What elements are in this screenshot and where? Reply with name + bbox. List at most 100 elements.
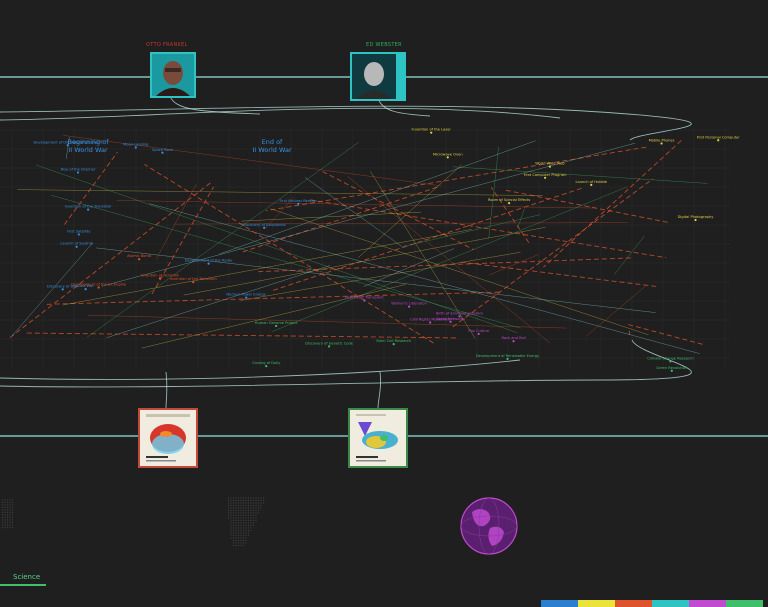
connection-line: [255, 257, 631, 273]
map-dot: [227, 504, 230, 507]
event-label: Development of the Integrated Circuit: [33, 140, 102, 144]
connection-line: [151, 186, 215, 295]
map-dot: [245, 542, 247, 544]
map-dot: [262, 497, 265, 499]
portrait-1[interactable]: [150, 52, 196, 98]
connection-line: [271, 186, 628, 332]
connection-line: [11, 242, 94, 337]
map-dot: [245, 524, 247, 527]
connection-line: [141, 284, 406, 349]
map-dot: [230, 537, 232, 539]
event-label: Launch of Sputnik: [60, 242, 93, 246]
map-dot: [1, 526, 4, 529]
event-dot: [660, 142, 663, 145]
map-dot: [255, 512, 257, 514]
map-dot: [9, 511, 11, 514]
map-dot: [260, 502, 262, 504]
map-dot: [235, 512, 237, 514]
map-dot: [252, 502, 255, 504]
event-label: Invention of the Television: [170, 277, 217, 281]
map-dot: [232, 497, 235, 499]
map-dot: [262, 502, 265, 504]
map-dot: [6, 501, 9, 504]
map-dot: [242, 517, 245, 519]
map-dot: [237, 507, 240, 509]
map-dot: [232, 507, 235, 509]
connection-line: [358, 164, 462, 258]
map-dot: [245, 497, 247, 499]
event-dot: [392, 343, 395, 346]
map-dot: [9, 519, 11, 521]
map-dot: [250, 502, 252, 504]
event-dot: [590, 183, 593, 186]
map-dot: [1, 499, 4, 501]
map-dot: [250, 527, 252, 529]
map-dot: [235, 504, 237, 507]
map-dot: [257, 507, 260, 509]
poster-artwork: [140, 410, 196, 466]
event-label: Invention of the Transistor: [65, 205, 113, 209]
map-dot: [9, 499, 11, 501]
legend-swatch: [689, 600, 726, 607]
map-dot: [232, 499, 235, 502]
event-dot: [694, 218, 697, 222]
event-label: Launch of Hubble: [576, 180, 608, 184]
portrait-name-1: OTTO FRANKEL: [146, 42, 188, 48]
event-dot: [207, 262, 210, 265]
map-dot: [260, 497, 262, 499]
connection-line: [264, 197, 295, 229]
map-dot: [247, 522, 250, 524]
map-dot: [11, 521, 14, 524]
map-dot: [11, 526, 14, 529]
map-dot: [4, 521, 6, 524]
connector-curve: [377, 97, 431, 117]
headline-label: II World War: [68, 146, 108, 154]
connection-line: [304, 177, 403, 248]
map-dot: [255, 497, 257, 499]
map-dot: [4, 524, 6, 526]
map-dot: [237, 524, 240, 527]
event-dot: [430, 131, 433, 134]
connection-line: [370, 171, 476, 339]
legend-swatch: [541, 600, 578, 607]
map-dot: [9, 521, 11, 524]
map-dot: [6, 504, 9, 506]
event-label: Discovery of Exoplanets: [243, 223, 286, 227]
map-dot: [252, 522, 255, 524]
map-dot: [255, 509, 257, 512]
globe-continent: [472, 509, 491, 527]
connection-line: [322, 171, 475, 251]
map-dot: [235, 502, 237, 504]
connection-line: [489, 254, 539, 276]
map-dot: [232, 512, 235, 514]
category-label[interactable]: Science: [13, 573, 41, 581]
connection-line: [62, 229, 472, 306]
event-label: Pop Culture: [468, 329, 490, 333]
poster-conservation[interactable]: [348, 408, 408, 468]
globe-icon: [460, 497, 518, 555]
connection-line: [241, 211, 421, 222]
connection-line: [65, 137, 70, 159]
map-dot: [250, 514, 252, 517]
event-dot: [512, 340, 515, 343]
connector-curve: [0, 359, 521, 380]
connection-line: [403, 214, 541, 247]
portrait-2[interactable]: [350, 52, 406, 101]
map-dot: [235, 534, 237, 537]
map-dot: [252, 507, 255, 509]
map-dot: [255, 507, 257, 509]
event-label: Civil Rights Movement: [410, 318, 451, 322]
map-dot: [232, 504, 235, 507]
map-dot: [250, 512, 252, 514]
poster-ocean[interactable]: [138, 408, 198, 468]
map-dot: [250, 519, 252, 522]
map-dot: [235, 539, 237, 542]
event-label: Birth of Environmentalism: [436, 311, 483, 315]
map-dot: [260, 499, 262, 502]
map-dot: [247, 497, 250, 499]
map-dot: [11, 499, 14, 501]
map-dot: [242, 532, 245, 534]
connection-line: [106, 265, 331, 339]
map-dot: [242, 507, 245, 509]
map-dot: [232, 509, 235, 512]
